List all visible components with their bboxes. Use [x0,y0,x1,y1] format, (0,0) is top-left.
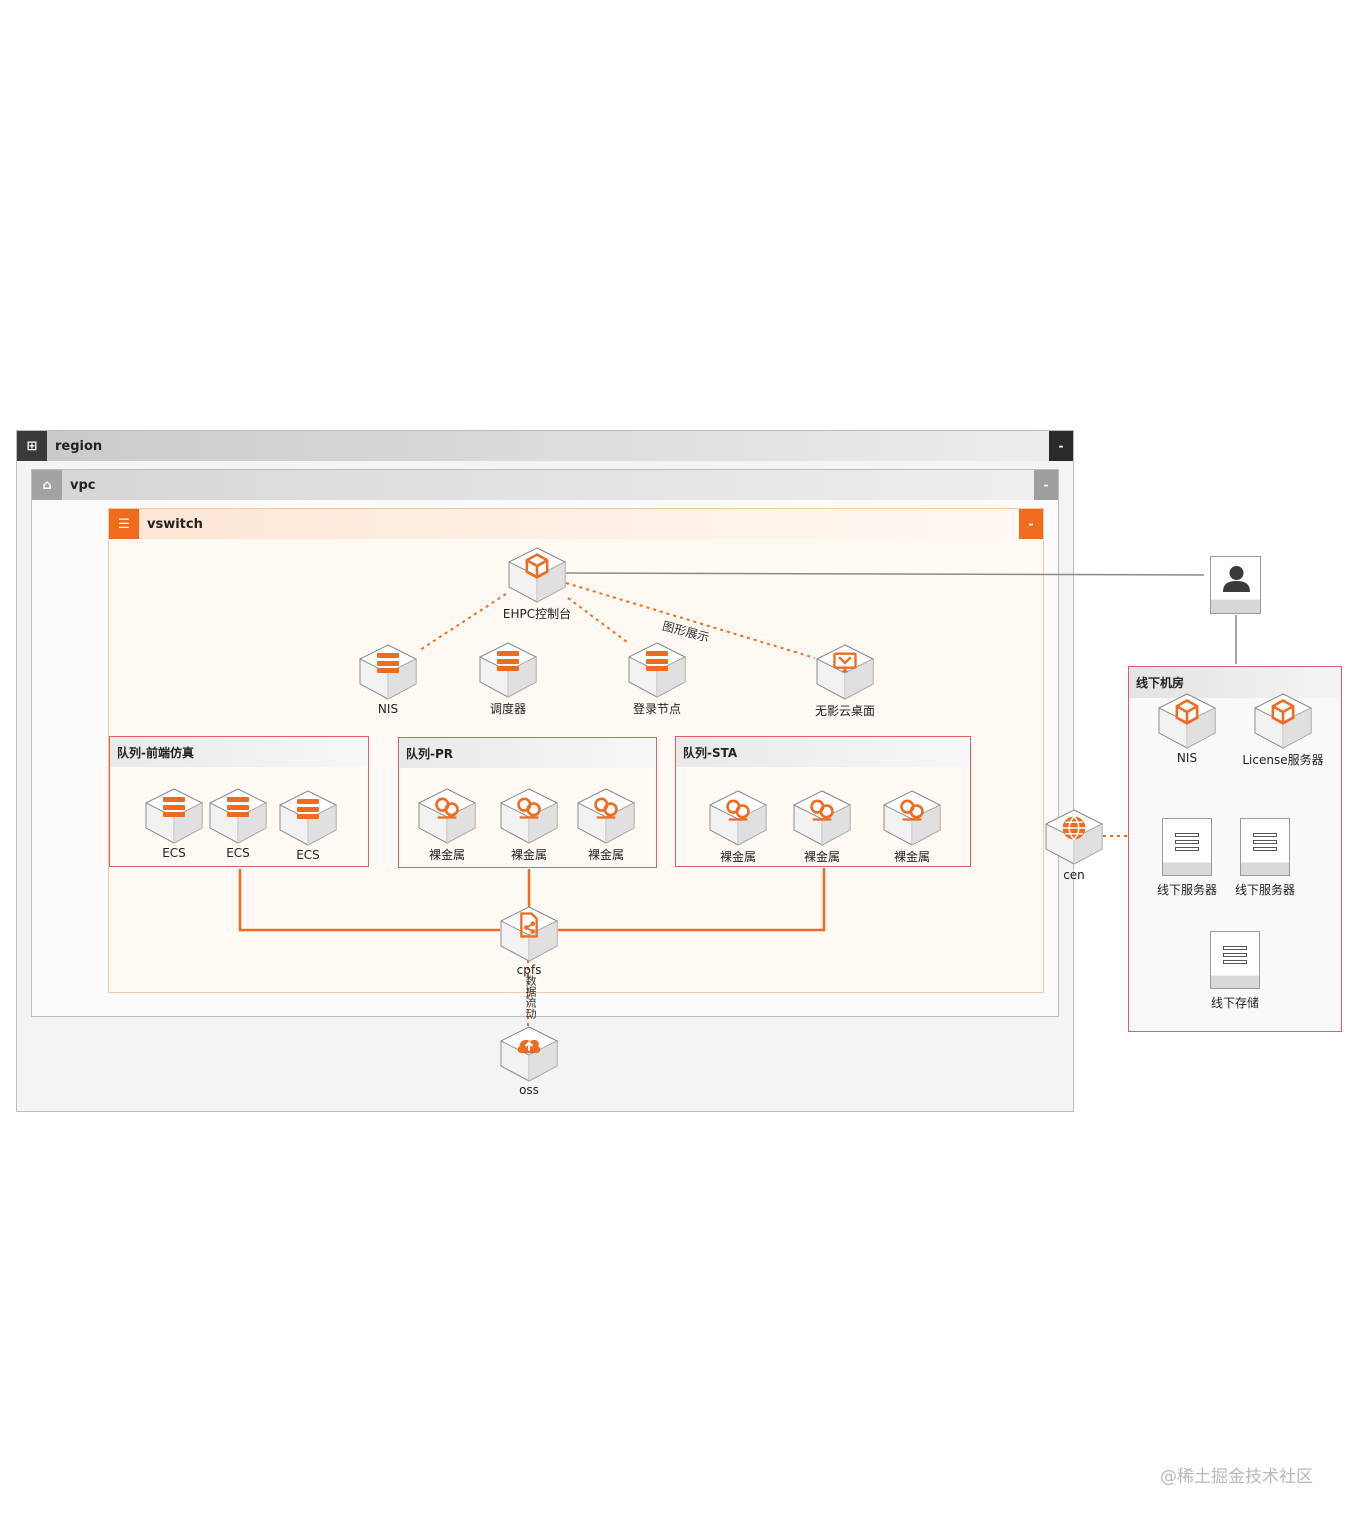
bare-metal-icon [433,795,461,819]
vswitch-collapse-button[interactable]: - [1019,509,1043,539]
offline-server-2-tile[interactable] [1240,818,1290,876]
pr-1-node[interactable] [417,787,477,845]
user-tile[interactable] [1210,556,1261,614]
login-label: 登录节点 [632,702,682,716]
cube-icon [1173,699,1201,725]
watermark: @稀土掘金技术社区 [1160,1467,1313,1487]
offline-server-2-label: 线下服务器 [1234,883,1296,897]
bare-metal-icon [808,797,836,821]
file-share-icon [515,912,543,938]
server-stack-icon [643,649,671,673]
cloud-outline-icon: ⌂ [32,470,62,500]
vpc-collapse-button[interactable]: - [1034,470,1058,500]
cube-icon [523,553,551,579]
region-collapse-button[interactable]: - [1049,431,1073,461]
cen-label: cen [1063,868,1085,882]
server-stack-icon [374,651,402,675]
cloud-storage-icon [515,1033,543,1057]
offline-server-1-tile[interactable] [1162,818,1212,876]
ecs-1-node[interactable] [144,787,204,845]
region-title: region [55,438,103,454]
desktop-node[interactable] [815,643,875,701]
ecs-2-node[interactable] [208,787,268,845]
switch-icon: ☰ [109,509,139,539]
queue-sta-title: 队列-STA [683,745,738,760]
offline-storage-label: 线下存储 [1210,996,1260,1010]
ecs-2-label: ECS [226,846,250,860]
server-stack-icon [294,797,322,821]
desktop-label: 无影云桌面 [814,704,876,718]
cpfs-label: cpfs [516,963,542,977]
oss-label: oss [519,1083,539,1097]
queue-pr-title: 队列-PR [406,746,454,761]
license-node[interactable] [1253,692,1313,750]
vswitch-title: vswitch [147,516,203,532]
vpc-header: ⌂ vpc - [32,470,1058,500]
server-stack-icon [160,795,188,819]
grid-icon: ⊞ [17,431,47,461]
queue-pr-header: 队列-PR [399,738,656,768]
edge-frontend-cpfs[interactable] [238,869,500,932]
cloud-desktop-icon [831,651,859,675]
pr-3-node[interactable] [576,787,636,845]
pr-2-node[interactable] [499,787,559,845]
globe-icon [1060,816,1088,840]
bare-metal-icon [515,795,543,819]
vswitch-header: ☰ vswitch - [109,509,1043,539]
ehpc-node[interactable] [507,546,567,604]
server-stack-icon [494,649,522,673]
onprem-nis-node[interactable] [1157,692,1217,750]
offline-server-1-label: 线下服务器 [1156,883,1218,897]
login-node[interactable] [627,641,687,699]
pr-2-label: 裸金属 [510,848,548,862]
edge-ehpc-user[interactable] [565,572,1205,576]
bare-metal-icon [898,797,926,821]
queue-frontend-header: 队列-前端仿真 [110,737,368,767]
offline-storage-tile[interactable] [1210,931,1260,989]
rack-server-icon [1223,946,1247,964]
edge-label-data-flow: 数据流动 [524,975,537,1019]
license-label: License服务器 [1242,753,1324,767]
edge-ehpc-login[interactable] [567,597,628,643]
sta-2-label: 裸金属 [803,850,841,864]
edge-ehpc-nis[interactable] [419,593,507,651]
bare-metal-icon [592,795,620,819]
cube-icon [1269,699,1297,725]
onprem-title: 线下机房 [1136,676,1185,690]
ehpc-label: EHPC控制台 [502,607,572,621]
nis-label: NIS [377,702,399,716]
scheduler-label: 调度器 [489,702,527,716]
ecs-3-node[interactable] [278,789,338,847]
server-stack-icon [224,795,252,819]
vpc-title: vpc [70,477,96,493]
pr-1-label: 裸金属 [428,848,466,862]
rack-server-icon [1175,833,1199,851]
queue-sta-header: 队列-STA [676,737,970,767]
cen-node[interactable] [1044,808,1104,866]
cpfs-node[interactable] [499,905,559,963]
scheduler-node[interactable] [478,641,538,699]
sta-1-node[interactable] [708,789,768,847]
onprem-header: 线下机房 [1129,667,1341,698]
sta-1-label: 裸金属 [719,850,757,864]
nis-node[interactable] [358,643,418,701]
queue-frontend-title: 队列-前端仿真 [117,745,194,760]
bare-metal-icon [724,797,752,821]
edge-ehpc-desktop[interactable] [565,582,816,659]
sta-3-label: 裸金属 [893,850,931,864]
sta-2-node[interactable] [792,789,852,847]
user-icon [1223,566,1250,592]
edge-sta-cpfs[interactable] [558,868,826,932]
ecs-1-label: ECS [162,846,186,860]
ecs-3-label: ECS [296,848,320,862]
pr-3-label: 裸金属 [587,848,625,862]
onprem-nis-label: NIS [1176,751,1198,765]
oss-node[interactable] [499,1025,559,1083]
sta-3-node[interactable] [882,789,942,847]
region-header: ⊞ region - [17,431,1073,461]
rack-server-icon [1253,833,1277,851]
